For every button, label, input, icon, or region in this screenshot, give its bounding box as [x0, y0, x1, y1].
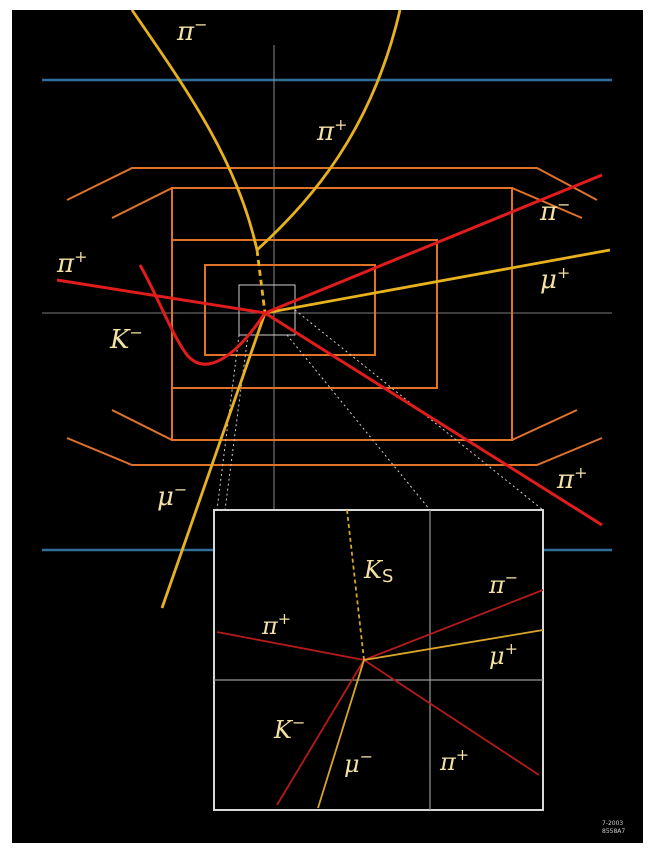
label-k-minus: K− [109, 323, 143, 355]
k-minus-track [138, 264, 267, 366]
inset-label-pi-plus-left: π+ [261, 609, 291, 640]
yellow-tracks [130, 10, 611, 609]
zoom-connectors [216, 309, 544, 511]
mu-plus-track [264, 248, 611, 315]
inset-label-mu-plus: μ+ [489, 639, 518, 670]
label-pi-minus-right: π− [539, 195, 571, 227]
pi-minus-track-top [130, 10, 259, 251]
label-pi-plus-right: π+ [556, 463, 588, 495]
inset-label-k-s: KS [363, 556, 393, 587]
inset-label-pi-plus-right: π+ [439, 745, 469, 776]
inset-pi-plus-right-track [363, 659, 540, 776]
mid-detector-bottom [111, 409, 578, 441]
outer-detector-bottom [66, 437, 603, 466]
tracker-box-inner [204, 264, 376, 356]
event-display: π− π+ π− π+ μ+ K− μ− π+ KS π− π+ μ+ K− μ… [42, 10, 625, 835]
pi-minus-track-right [264, 173, 603, 315]
ks-dashed-track [255, 249, 267, 314]
label-pi-plus-top: π+ [316, 115, 348, 147]
inset-label-k-minus: K− [273, 713, 305, 744]
tracker-box-outer [171, 239, 438, 389]
figure-stamp-line1: 7-2003 [602, 820, 623, 827]
label-mu-plus: μ+ [540, 263, 570, 295]
pi-plus-track-right [264, 311, 603, 527]
pi-plus-track-left [56, 278, 266, 315]
inset-label-pi-minus: π− [488, 568, 518, 599]
inset-label-mu-minus: μ− [344, 747, 373, 778]
mu-minus-track [160, 312, 267, 609]
inset-mu-minus-track [317, 659, 365, 809]
pi-plus-track-top [256, 10, 402, 252]
figure-stamp-line2: 8558A7 [602, 828, 625, 835]
vertex-inset: KS π− π+ μ+ K− μ− π+ [213, 509, 544, 811]
event-display-frame: π− π+ π− π+ μ+ K− μ− π+ KS π− π+ μ+ K− μ… [12, 10, 643, 843]
label-mu-minus: μ− [157, 480, 187, 512]
detector-outlines [66, 167, 603, 466]
outer-detector-top [66, 167, 598, 201]
label-pi-plus-left: π+ [56, 247, 88, 279]
inset-pi-minus-track [363, 589, 544, 661]
inset-frame [213, 509, 544, 811]
inset-pi-plus-left-track [216, 631, 365, 661]
inset-k-minus-track [276, 659, 365, 806]
inset-mu-plus-track [363, 629, 544, 661]
red-tracks [56, 173, 603, 527]
label-pi-minus-top: π− [176, 15, 208, 47]
